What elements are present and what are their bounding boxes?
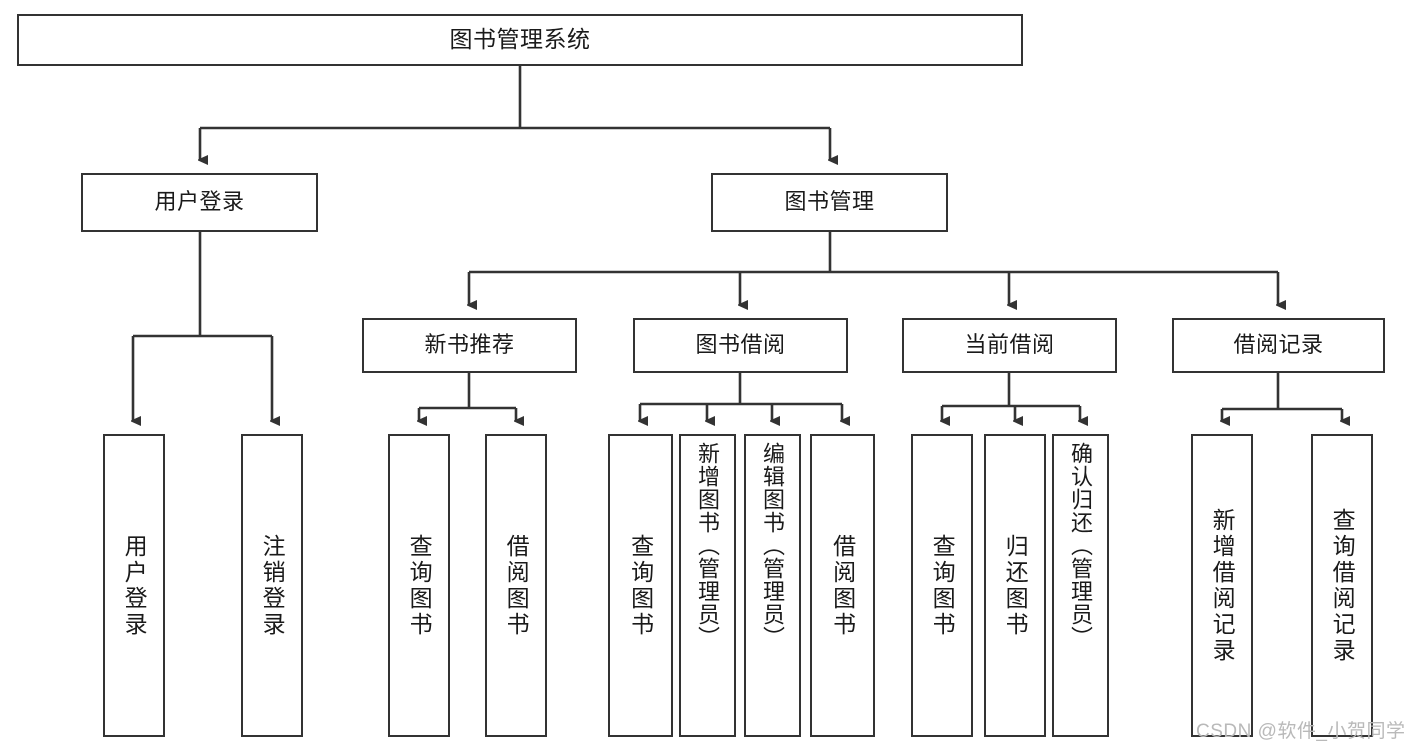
node-leaf-user-logout-label: 注销登录 [259,533,286,638]
node-leaf-edit-book-label: 编辑图书（管理员） [760,442,786,649]
node-leaf-return-book[interactable]: 归还图书 [984,434,1046,737]
node-book-manage[interactable]: 图书管理 [711,173,948,232]
node-borrow-record-label: 借阅记录 [1233,332,1324,358]
node-book-borrow[interactable]: 图书借阅 [633,318,848,373]
node-leaf-user-login-label: 用户登录 [121,533,148,638]
node-leaf-query-record-label: 查询借阅记录 [1329,507,1356,664]
node-borrow-record[interactable]: 借阅记录 [1172,318,1385,373]
node-book-manage-label: 图书管理 [784,189,875,215]
node-leaf-borrow-book-1-label: 借阅图书 [503,533,530,638]
node-leaf-borrow-book-2-label: 借阅图书 [829,533,856,638]
node-leaf-add-record[interactable]: 新增借阅记录 [1191,434,1253,737]
node-leaf-query-book-3-label: 查询图书 [929,533,956,638]
node-leaf-query-book-1-label: 查询图书 [406,533,433,638]
node-leaf-borrow-book-1[interactable]: 借阅图书 [485,434,547,737]
node-user-login-label: 用户登录 [154,189,245,215]
node-current-borrow-label: 当前借阅 [964,332,1055,358]
node-leaf-user-login[interactable]: 用户登录 [103,434,165,737]
node-leaf-query-book-2-label: 查询图书 [627,533,654,638]
node-new-book-recommend-label: 新书推荐 [424,332,515,358]
node-leaf-confirm-return[interactable]: 确认归还（管理员） [1052,434,1109,737]
node-root-label: 图书管理系统 [449,26,591,53]
node-new-book-recommend[interactable]: 新书推荐 [362,318,577,373]
node-leaf-query-book-2[interactable]: 查询图书 [608,434,673,737]
node-leaf-query-book-3[interactable]: 查询图书 [911,434,973,737]
node-leaf-add-record-label: 新增借阅记录 [1209,507,1236,664]
node-leaf-return-book-label: 归还图书 [1002,533,1029,638]
node-user-login[interactable]: 用户登录 [81,173,318,232]
node-leaf-user-logout[interactable]: 注销登录 [241,434,303,737]
node-current-borrow[interactable]: 当前借阅 [902,318,1117,373]
node-leaf-query-record[interactable]: 查询借阅记录 [1311,434,1373,737]
node-root[interactable]: 图书管理系统 [17,14,1023,66]
node-leaf-add-book-label: 新增图书（管理员） [695,442,721,649]
node-book-borrow-label: 图书借阅 [695,332,786,358]
node-leaf-edit-book[interactable]: 编辑图书（管理员） [744,434,801,737]
csdn-watermark: CSDN @软件_小贺同学 [1196,721,1405,742]
node-leaf-confirm-return-label: 确认归还（管理员） [1068,442,1094,649]
node-leaf-add-book[interactable]: 新增图书（管理员） [679,434,736,737]
node-leaf-borrow-book-2[interactable]: 借阅图书 [810,434,875,737]
node-leaf-query-book-1[interactable]: 查询图书 [388,434,450,737]
